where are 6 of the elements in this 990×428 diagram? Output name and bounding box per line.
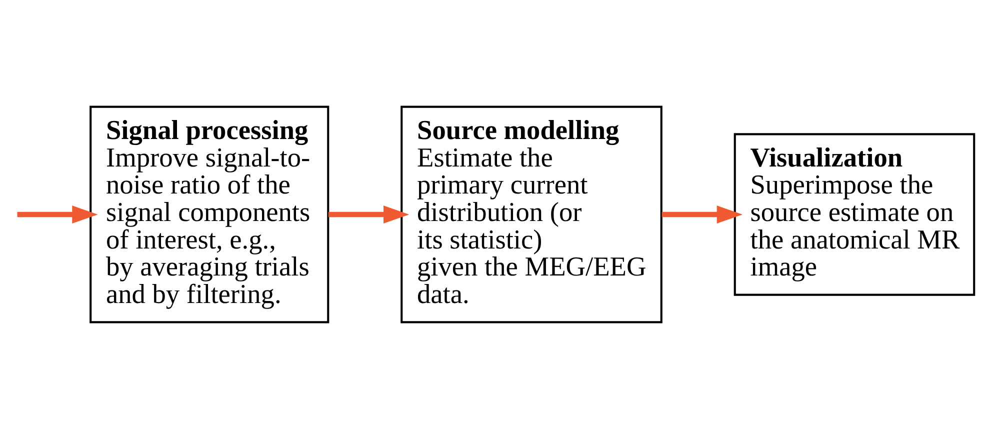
node-box: Visualization Superimpose the source estimate on the anatomical MR image [734,132,976,296]
node-box: Source modelling Estimate the primary current distribution (or its statistic) given the MEG/EEG data. [400,105,662,323]
arrow [17,205,98,223]
arrow [328,205,410,223]
node-box: Signal processing Improve signal-to-noise ratio of the signal components of interest, e.g., by averaging trials and by filtering. [90,105,330,323]
arrow [662,205,743,223]
